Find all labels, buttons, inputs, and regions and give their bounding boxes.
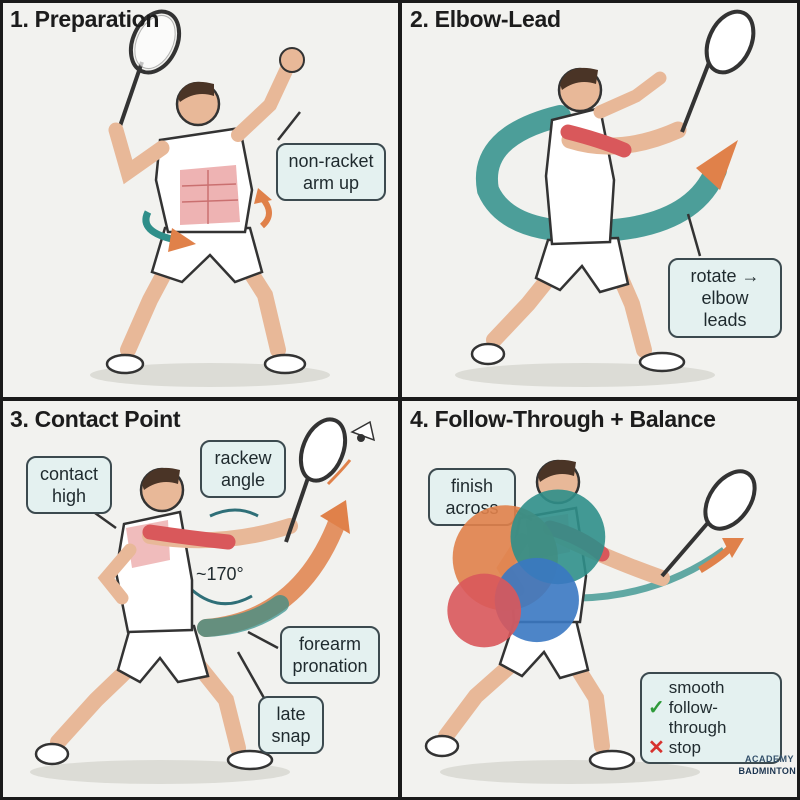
callout-text: late snap <box>271 704 311 746</box>
panel-contact-point: 3. Contact Point contact high rackew ang… <box>0 400 400 800</box>
checklist-bad-label: stop <box>668 738 701 757</box>
logo-text-line1: ACADEMY <box>744 754 794 764</box>
racket-icon <box>284 417 348 543</box>
checklist-good: ✓ smooth follow-through <box>648 678 774 738</box>
academy-logo-icon <box>447 489 606 648</box>
racket-icon <box>116 9 182 133</box>
checklist-box: ✓ smooth follow-through ✕ stop <box>640 672 782 764</box>
callout-text: contact high <box>39 464 99 506</box>
shuttlecock-icon <box>350 420 376 442</box>
preparation-illustration <box>90 9 330 387</box>
cross-icon: ✕ <box>648 737 665 759</box>
callout-non-racket-arm-up: non-racket arm up <box>276 143 386 201</box>
callout-forearm-pronation: forearm pronation <box>280 626 380 684</box>
panel-title: 2. Elbow-Lead <box>410 6 561 32</box>
divider-horizontal <box>0 397 800 401</box>
panel-title: 3. Contact Point <box>10 406 181 432</box>
logo-text-line2: BADMINTON <box>738 766 796 776</box>
callout-racket-angle: rackew angle <box>200 440 286 498</box>
panel-title: 4. Follow-Through + Balance <box>410 406 716 432</box>
panel-elbow-lead: 2. Elbow-Lead rotate → elbow leads <box>400 0 800 400</box>
callout-text: forearm pronation <box>292 634 368 676</box>
panel-preparation: 1. Preparation non-racket arm up <box>0 0 400 400</box>
callout-text: non-racket arm up <box>288 151 374 193</box>
callout-late-snap: late snap <box>258 696 324 754</box>
racket-icon <box>680 9 756 133</box>
angle-label: ~170° <box>196 564 244 584</box>
panel-title: 1. Preparation <box>10 6 160 32</box>
checklist-good-label: smooth follow-through <box>668 678 727 737</box>
checklist-bad: ✕ stop <box>648 738 774 758</box>
elbow-lead-illustration <box>455 9 756 387</box>
callout-rotate-elbow-leads: rotate → elbow leads <box>668 258 782 338</box>
panel-follow-through: 4. Follow-Through + Balance finish acros… <box>400 400 800 800</box>
contact-point-illustration <box>30 417 376 784</box>
check-icon: ✓ <box>648 697 665 719</box>
racket-icon <box>660 469 757 578</box>
callout-contact-high: contact high <box>26 456 112 514</box>
callout-text: rotate → elbow leads <box>690 266 760 330</box>
callout-text: rackew angle <box>214 448 272 490</box>
